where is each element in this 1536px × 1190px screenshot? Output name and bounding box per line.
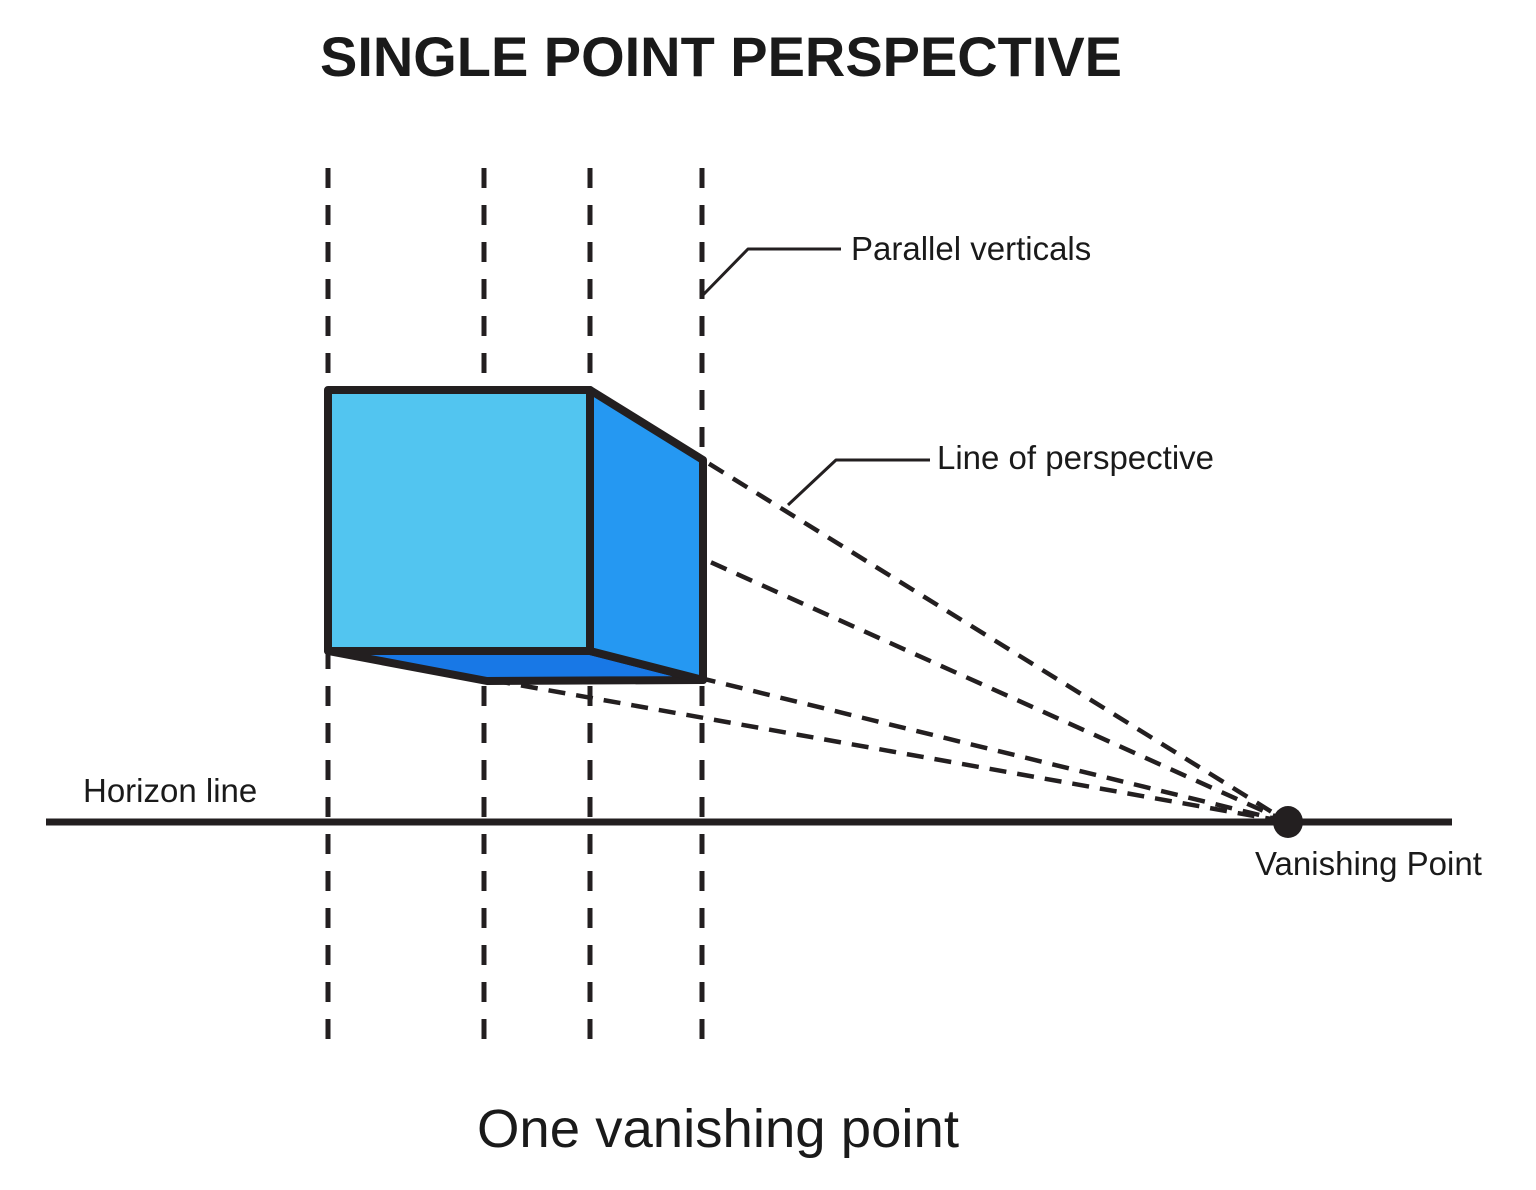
perspective-line-bottom-left <box>327 648 1289 825</box>
diagram-title: SINGLE POINT PERSPECTIVE <box>320 25 1122 88</box>
leader-line-line-of-perspective <box>786 458 930 507</box>
cube <box>324 386 707 685</box>
horizon-line-label: Horizon line <box>83 772 257 809</box>
leader-lines <box>701 247 930 507</box>
vanishing-point-dot <box>1273 806 1303 838</box>
parallel-verticals-label: Parallel verticals <box>851 230 1091 267</box>
line-of-perspective-label: Line of perspective <box>937 439 1214 476</box>
cube-front-face <box>324 386 594 655</box>
diagram-caption: One vanishing point <box>477 1099 959 1159</box>
diagram-labels: SINGLE POINT PERSPECTIVE Parallel vertic… <box>83 25 1482 1159</box>
cube-side-face <box>586 386 707 684</box>
perspective-line-top-right <box>588 388 1290 824</box>
leader-line-parallel-verticals <box>701 247 841 297</box>
vanishing-point-label: Vanishing Point <box>1255 845 1482 882</box>
